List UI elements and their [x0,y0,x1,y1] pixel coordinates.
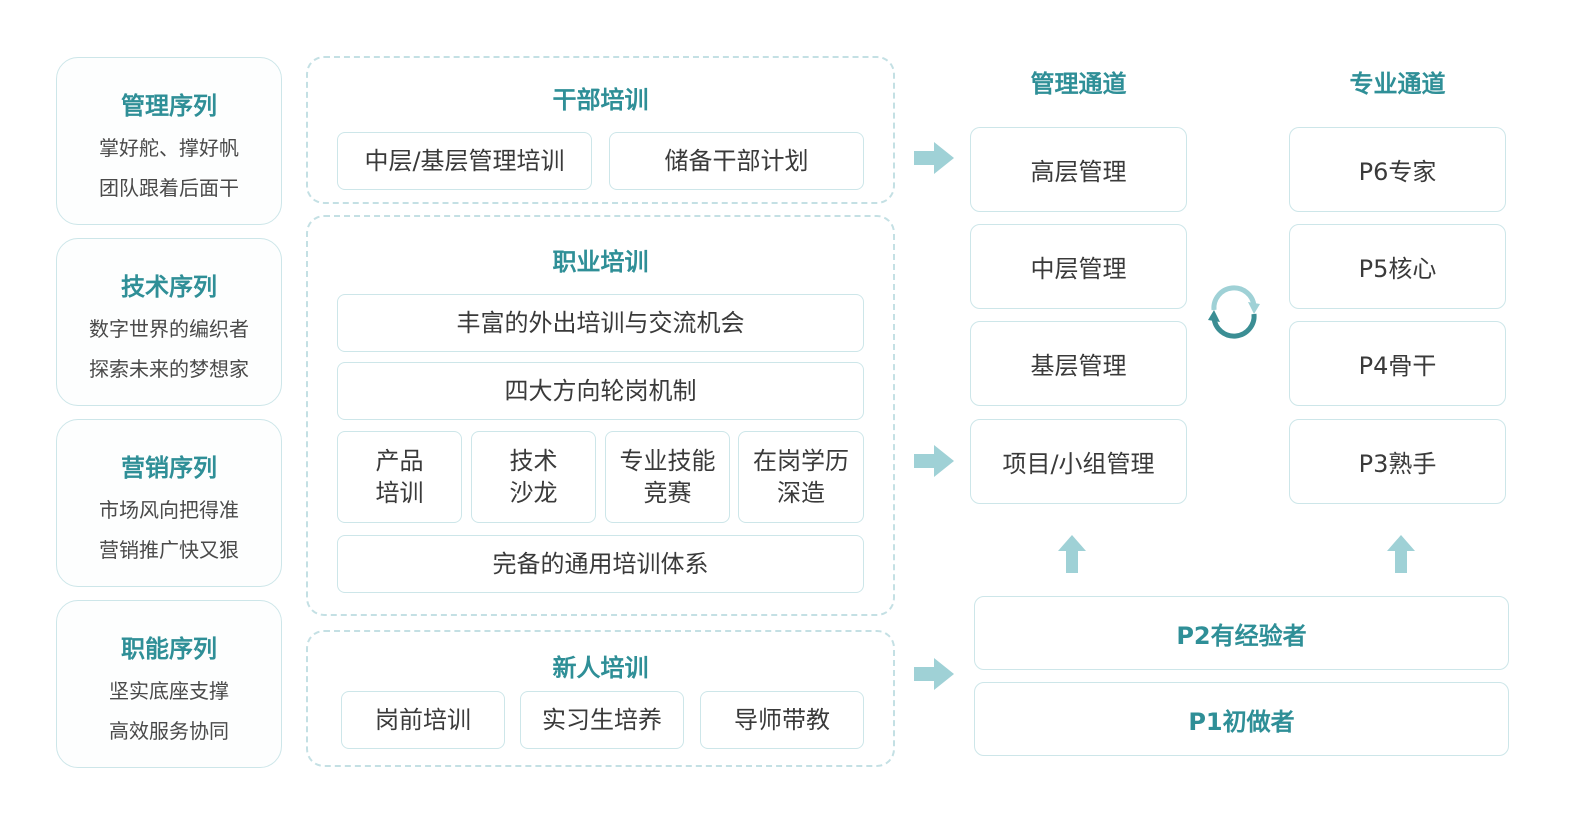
arrow-up-icon [1387,535,1415,573]
sequence-line: 高效服务协同 [109,719,229,743]
sequence-card-function: 职能序列 坚实底座支撑 高效服务协同 [56,600,282,768]
newhire-item: 导师带教 [700,691,864,749]
cadre-training-title: 干部培训 [552,86,649,114]
sequence-line: 营销推广快又狠 [99,538,239,562]
sequence-title: 营销序列 [121,454,217,482]
career-cell: 产品 培训 [337,431,462,523]
cadre-training-group [306,56,895,204]
sequence-card-marketing: 营销序列 市场风向把得准 营销推广快又狠 [56,419,282,587]
management-channel-title: 管理通道 [1030,70,1127,98]
cadre-item: 中层/基层管理培训 [337,132,592,190]
career-cell: 在岗学历 深造 [738,431,864,523]
cell-line: 培训 [375,479,424,507]
base-level: P1初做者 [974,682,1509,756]
career-item: 完备的通用培训体系 [337,535,864,593]
arrow-right-icon [914,445,954,477]
newhire-training-group [306,630,895,767]
cell-line: 产品 [375,447,424,475]
sequence-line: 数字世界的编织者 [89,317,249,341]
cell-line: 技术 [509,447,558,475]
career-item: 四大方向轮岗机制 [337,362,864,420]
arrow-right-icon [914,142,954,174]
sequence-title: 技术序列 [121,273,217,301]
management-level: 中层管理 [970,224,1187,309]
career-training-title: 职业培训 [552,248,649,276]
career-training-group [306,215,895,616]
sequence-line: 掌好舵、撑好帆 [99,136,239,160]
sequence-title: 职能序列 [121,635,217,663]
career-cell: 专业技能 竞赛 [605,431,730,523]
management-level: 高层管理 [970,127,1187,212]
cell-line: 专业技能 [619,447,716,475]
cell-line: 沙龙 [509,479,558,507]
sequence-line: 团队跟着后面干 [99,176,239,200]
sequence-card-management: 管理序列 掌好舵、撑好帆 团队跟着后面干 [56,57,282,225]
cell-line: 在岗学历 [753,447,849,475]
professional-level: P6专家 [1289,127,1506,212]
sequence-line: 探索未来的梦想家 [89,357,249,381]
sequence-line: 坚实底座支撑 [109,679,229,703]
newhire-training-title: 新人培训 [552,654,649,682]
professional-level: P3熟手 [1289,419,1506,504]
management-level: 基层管理 [970,321,1187,406]
professional-level: P4骨干 [1289,321,1506,406]
management-level: 项目/小组管理 [970,419,1187,504]
arrow-right-icon [914,658,954,690]
sequence-title: 管理序列 [121,92,217,120]
professional-channel-title: 专业通道 [1349,70,1446,98]
arrow-up-icon [1058,535,1086,573]
career-cell: 技术 沙龙 [471,431,596,523]
newhire-item: 岗前培训 [341,691,505,749]
cadre-item: 储备干部计划 [609,132,864,190]
cell-line: 深造 [777,479,825,507]
sequence-line: 市场风向把得准 [99,498,239,522]
professional-level: P5核心 [1289,224,1506,309]
career-item: 丰富的外出培训与交流机会 [337,294,864,352]
base-level: P2有经验者 [974,596,1509,670]
newhire-item: 实习生培养 [520,691,684,749]
cell-line: 竞赛 [643,479,692,507]
sequence-card-tech: 技术序列 数字世界的编织者 探索未来的梦想家 [56,238,282,406]
cycle-icon [1208,285,1260,339]
